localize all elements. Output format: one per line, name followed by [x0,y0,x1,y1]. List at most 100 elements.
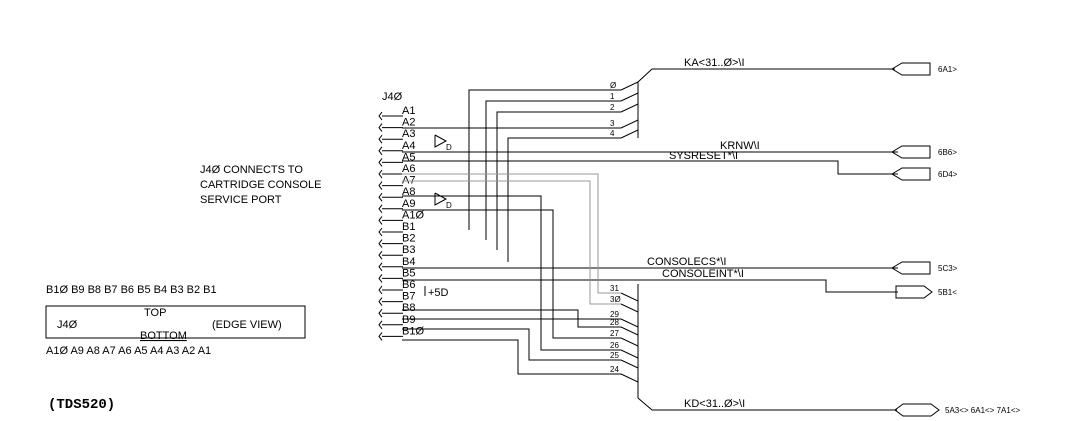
pin-label: B4 [402,256,415,268]
wire-b7-kd28 [402,309,621,328]
pin-chevron [378,181,383,190]
pin-label: A3 [402,128,415,140]
pin-chevron [378,285,383,295]
diode-a4-symbol [434,134,448,148]
note-line-3: SERVICE PORT [200,194,282,206]
pin-label: B1Ø [402,325,424,337]
connector-pin: A2 [378,117,415,132]
wire-consoleint [402,279,898,293]
wire-a10-kd27 [402,209,621,339]
pin-label: B3 [402,244,415,256]
bus-ka-spine [637,68,895,138]
offpage-krnw-flag [891,145,931,159]
bus-kd-entry [620,326,639,336]
offpage-kd-ref: 5A3<> 6A1<> 7A1<> [945,406,1021,415]
offpage-sysreset-flag [891,167,931,181]
plus5d-label: +5D [428,287,449,299]
bus-ka-entry [620,81,639,91]
pin-label: B6 [402,279,415,291]
wire-a7-kd30 [402,180,621,305]
connector-pin: A8 [378,186,415,202]
connector-pins: A1A2A3A4A5A6A7A8A9A1ØB1B2B3B4B5B6B7B8B9B… [378,105,424,341]
sysreset-label: SYSRESET*\I [669,150,738,162]
wire-a8-kd26 [402,195,621,351]
bus-kd-bit-label: 26 [610,341,619,350]
connector-pin: A1 [378,105,415,121]
bus-ka-entry [620,129,639,139]
edge-view-label: (EDGE VIEW) [212,319,282,331]
wire-a6-kd31 [402,173,621,294]
offpage-kd-flag [894,403,940,417]
pin-chevron [378,227,383,237]
pin-chevron [378,123,383,132]
edge-bottom-label: BOTTOM [140,330,187,342]
bus-ka-entry [620,103,639,113]
pin-chevron [378,297,383,306]
pin-chevron [378,158,383,167]
bus-ka-entry [620,92,639,102]
wire-b3-ka2 [496,111,621,250]
pin-label: B2 [402,233,415,245]
edge-label: J4Ø [57,319,78,331]
wire-b9-kd25 [402,328,621,361]
offpage-consoleint-ref: 5B1< [938,288,957,297]
pin-chevron [378,192,383,202]
connector-pin: A3 [378,128,415,144]
connector-name: J4Ø [382,91,403,103]
krnw-label: KRNW\I [720,140,760,152]
connector-pin: B4 [378,256,415,272]
connector-pin: B2 [378,233,415,248]
bus-kd-bit-label: 24 [610,365,619,374]
bus-ka-bit-label: 4 [610,129,615,138]
offpage-consolecs-ref: 5C3> [938,264,958,273]
bus-kd-name: KD<31..Ø>\I [684,398,745,410]
connector-pin: A1Ø [378,209,424,225]
pin-chevron [378,216,383,225]
pin-label: A4 [402,140,415,152]
pin-label: A1Ø [402,209,424,221]
model-label: (TDS520) [48,397,115,413]
pin-label: A1 [402,105,415,117]
pin-label: B7 [402,291,415,303]
edge-top-pins: B1Ø B9 B8 B7 B6 B5 B4 B3 B2 B1 [46,284,217,296]
note-line-2: CARTRIDGE CONSOLE [200,179,321,191]
pin-label: A2 [402,117,415,129]
offpage-ka-ref: 6A1> [938,65,957,74]
pin-label: A8 [402,186,415,198]
pin-chevron [378,308,383,318]
consolecs-label: CONSOLECS*\I [647,256,726,268]
pin-label: A9 [402,198,415,210]
bus-kd-entry [620,318,639,328]
pin-chevron [378,274,383,283]
connector-pin: B7 [378,291,415,306]
pin-chevron [378,169,383,179]
pin-label: A6 [402,163,415,175]
offpage-ka-flag [891,62,931,76]
bus-kd-bit-label: 27 [610,329,619,338]
connector-pin: B1Ø [378,325,424,341]
bus-kd-entry [620,337,639,347]
connector-pin: A6 [378,163,415,179]
bus-kd-bit-label: 28 [610,318,619,327]
diode-a4-label: D [446,143,452,152]
pin-chevron [378,111,383,121]
connector-pin: B8 [378,302,415,318]
connector-pin: A5 [378,151,415,167]
wire-b4-ka4 [507,137,621,262]
pin-chevron [378,146,383,156]
bus-ka-bit-label: 2 [610,103,615,112]
pin-chevron [378,204,383,214]
diode-a9-symbol [434,192,448,206]
pin-label: B9 [402,314,415,326]
pin-chevron [378,250,383,260]
connector-pin: A9 [378,198,415,214]
connector-pin: B1 [378,221,415,237]
bus-kd-entry [620,303,639,313]
pin-chevron [378,332,383,341]
connector-pin: A4 [378,140,415,156]
offpage-consolecs-flag [891,261,931,275]
wire-sysreset [402,160,898,175]
